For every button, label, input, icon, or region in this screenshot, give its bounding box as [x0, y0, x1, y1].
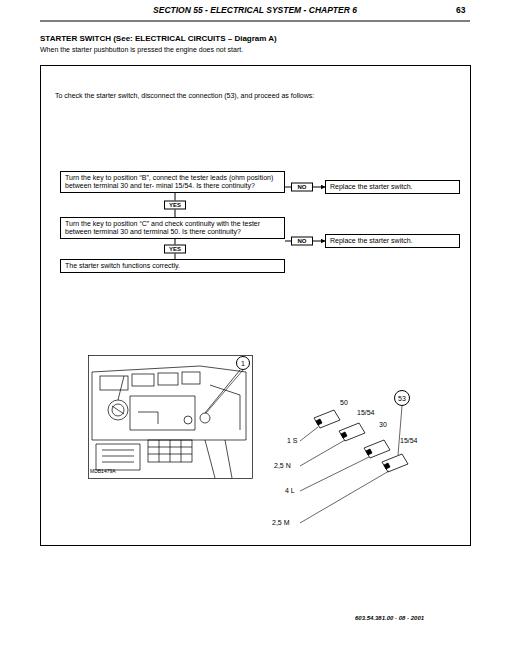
outer-frame [41, 66, 471, 546]
question-box: Turn the key to position “B”, connect th… [60, 171, 285, 193]
node-text: Replace the starter switch. [330, 237, 455, 245]
answer-tag: YES [164, 245, 186, 254]
result-box: The starter switch functions correctly. [60, 259, 285, 273]
answer-tag: NO [291, 183, 313, 192]
instruction-text: To check the starter switch, disconnect … [55, 92, 314, 100]
wire-code: 4 L [285, 487, 295, 495]
dashboard-illustration [89, 356, 253, 479]
header-rule [40, 21, 470, 22]
wire-code: 2,5 M [272, 519, 290, 527]
terminal-name: 15/54 [357, 409, 375, 417]
node-text: Turn the key to position “B”, connect th… [65, 174, 280, 190]
wire-code: 2,5 N [274, 462, 291, 470]
node-text: Turn the key to position “C” and check c… [65, 220, 280, 236]
action-box: Replace the starter switch. [325, 180, 460, 194]
node-text: 53 [398, 395, 406, 402]
question-box: Turn the key to position “C” and check c… [60, 217, 285, 239]
node-text: 1 [241, 360, 245, 367]
callout-circle: 1 [236, 356, 250, 370]
document-number: 603.54.381.00 - 08 - 2001 [355, 614, 424, 622]
fault-description: When the starter pushbutton is pressed t… [40, 46, 243, 54]
terminal-name: 50 [340, 399, 348, 407]
terminal-name: 15/54 [400, 437, 418, 445]
terminal-name: 30 [379, 421, 387, 429]
figure-code: MDB1479A [90, 468, 116, 474]
connector-illustration [314, 410, 408, 472]
section-title: STARTER SWITCH (See: ELECTRICAL CIRCUITS… [40, 34, 277, 44]
page-number: 63 [456, 5, 465, 15]
node-text: Replace the starter switch. [330, 183, 455, 191]
answer-tag: NO [291, 237, 313, 246]
answer-tag: YES [164, 201, 186, 210]
node-text: The starter switch functions correctly. [65, 262, 280, 270]
running-header: SECTION 55 - ELECTRICAL SYSTEM - CHAPTER… [153, 5, 357, 15]
action-box: Replace the starter switch. [325, 234, 460, 248]
leader-lines [206, 370, 402, 523]
wire-code: 1 S [287, 437, 298, 445]
callout-circle: 53 [394, 390, 410, 406]
